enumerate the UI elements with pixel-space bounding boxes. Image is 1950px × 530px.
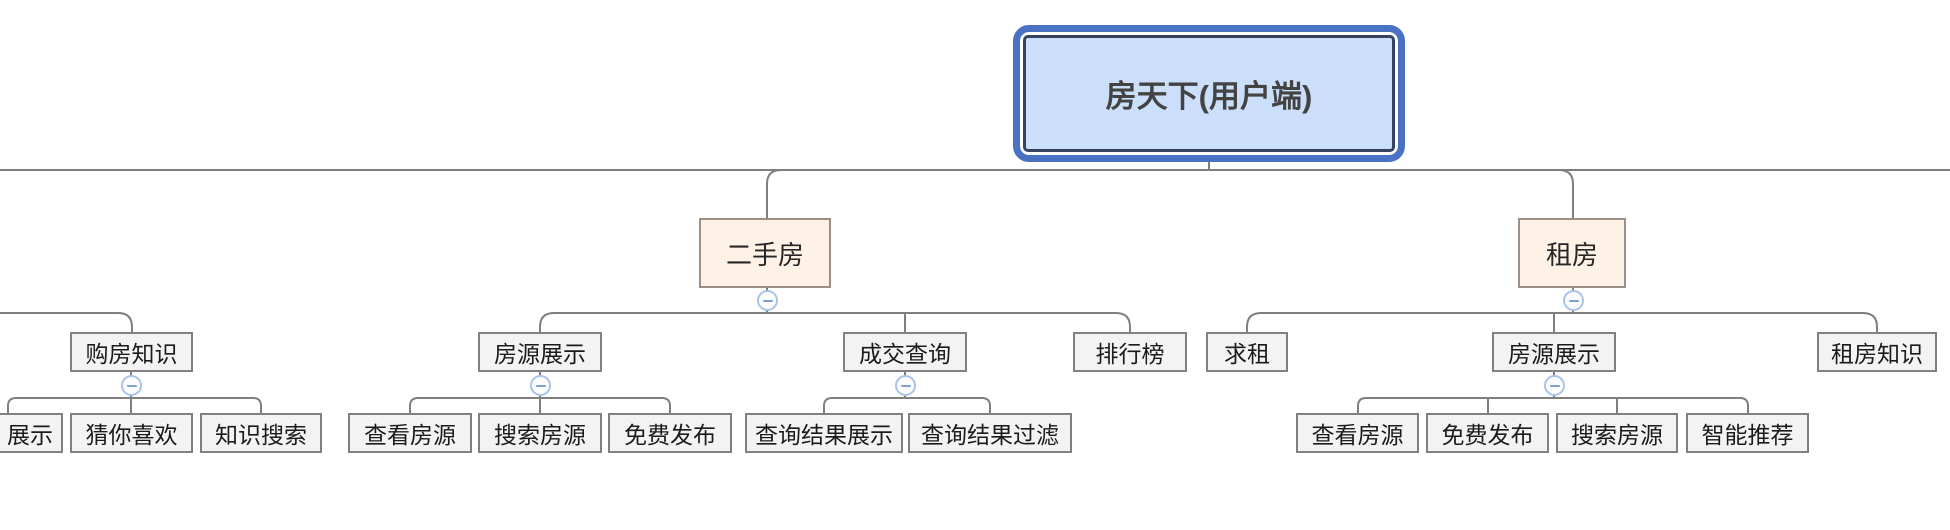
minus-icon (1568, 299, 1579, 302)
node-fangyuan-zhanshi-right[interactable]: 房源展示 (1492, 332, 1616, 372)
node-zhanshi-partial[interactable]: 展示 (0, 413, 63, 453)
node-chakan-fangyuan-left[interactable]: 查看房源 (348, 413, 472, 453)
root-node-selection-ring: 房天下(用户端) (1013, 25, 1405, 162)
node-chaxun-jieguo-guolv[interactable]: 查询结果过滤 (908, 413, 1072, 453)
collapse-button-chengjiao-chaxun[interactable] (895, 375, 916, 396)
collapse-button-fangyuan-zhanshi-left[interactable] (530, 375, 551, 396)
node-sousuo-fangyuan-right[interactable]: 搜索房源 (1556, 413, 1678, 453)
node-chaxun-jieguo-zhanshi[interactable]: 查询结果展示 (745, 413, 903, 453)
node-sousuo-fangyuan-left[interactable]: 搜索房源 (478, 413, 602, 453)
node-goufang-zhishi[interactable]: 购房知识 (70, 332, 193, 372)
node-mianfei-fabu-right[interactable]: 免费发布 (1426, 413, 1549, 453)
node-zhishi-sousuo[interactable]: 知识搜索 (200, 413, 322, 453)
minus-icon (535, 384, 546, 387)
node-zhineng-tuijian[interactable]: 智能推荐 (1686, 413, 1809, 453)
node-chengjiao-chaxun[interactable]: 成交查询 (843, 332, 967, 372)
node-paihangbang[interactable]: 排行榜 (1073, 332, 1187, 372)
minus-icon (900, 384, 911, 387)
minus-icon (1549, 384, 1560, 387)
node-chakan-fangyuan-right[interactable]: 查看房源 (1296, 413, 1419, 453)
node-zufang[interactable]: 租房 (1518, 218, 1626, 288)
node-ershoufang[interactable]: 二手房 (699, 218, 831, 288)
root-node[interactable]: 房天下(用户端) (1023, 35, 1395, 152)
minus-icon (762, 299, 773, 302)
root-node-label: 房天下(用户端) (1105, 79, 1313, 114)
collapse-button-fangyuan-zhanshi-right[interactable] (1544, 375, 1565, 396)
collapse-button-zufang[interactable] (1563, 290, 1584, 311)
node-cainixihuan[interactable]: 猜你喜欢 (70, 413, 193, 453)
minus-icon (126, 384, 137, 387)
node-fangyuan-zhanshi-left[interactable]: 房源展示 (478, 332, 602, 372)
node-qiuzu[interactable]: 求租 (1206, 332, 1288, 372)
node-mianfei-fabu-left[interactable]: 免费发布 (608, 413, 732, 453)
node-zufang-zhishi[interactable]: 租房知识 (1817, 332, 1937, 372)
collapse-button-ershoufang[interactable] (757, 290, 778, 311)
collapse-button-goufang-zhishi[interactable] (121, 375, 142, 396)
